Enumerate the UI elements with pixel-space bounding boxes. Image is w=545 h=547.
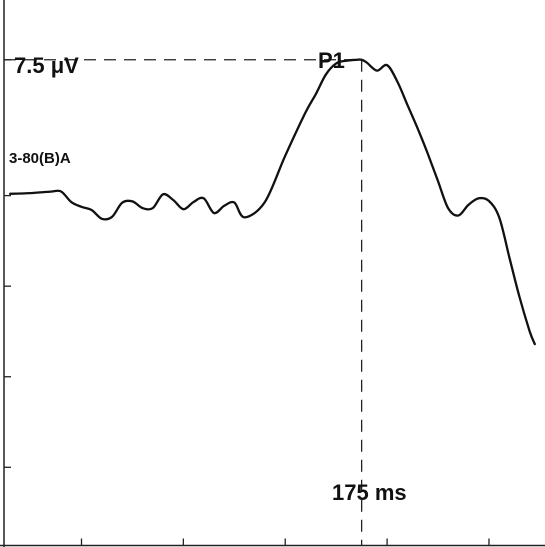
- series-line-waveform: [9, 58, 536, 346]
- peak-label: P1: [318, 48, 345, 73]
- series-name-label: 3-80(B)A: [9, 150, 71, 167]
- axis-ticks: [4, 59, 490, 546]
- amplitude-label: 7.5 μV: [14, 53, 79, 78]
- latency-label: 175 ms: [332, 480, 407, 505]
- guide-lines: [4, 59, 363, 546]
